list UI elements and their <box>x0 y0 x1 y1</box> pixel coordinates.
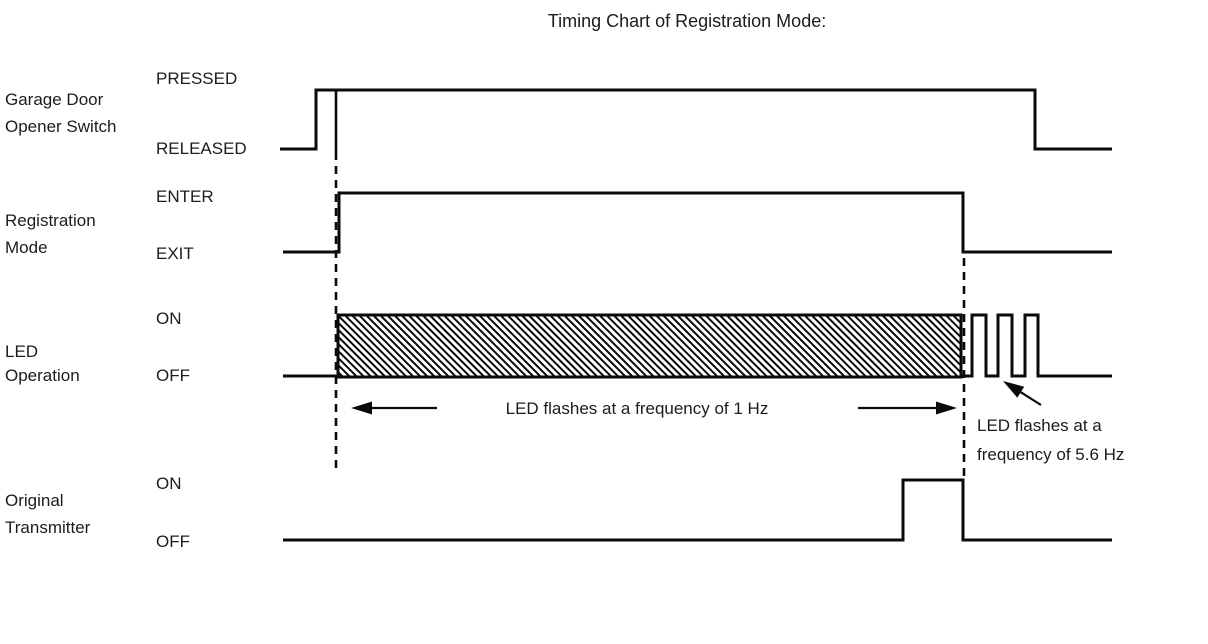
row-label-led-line2: Operation <box>5 366 80 385</box>
row-label-transmitter-line1: Original <box>5 491 64 510</box>
annotation-arrowhead-icon <box>936 401 957 415</box>
led-flashing-hatch-box <box>336 313 963 379</box>
state-label-led-on: ON <box>156 309 182 328</box>
signal-garage-door-opener-switch <box>280 88 1112 151</box>
annotation-arrow-line <box>1020 391 1042 406</box>
state-label-pressed: PRESSED <box>156 69 237 88</box>
state-label-released: RELEASED <box>156 139 247 158</box>
annotation-led-5-6hz-line1: LED flashes at a <box>977 416 1102 435</box>
annotation-led-1hz: LED flashes at a frequency of 1 Hz <box>506 399 769 418</box>
row-label-garage-door-line2: Opener Switch <box>5 117 117 136</box>
state-label-exit: EXIT <box>156 244 194 263</box>
row-label-registration-line2: Mode <box>5 238 48 257</box>
row-label-registration-line1: Registration <box>5 211 96 230</box>
signal-led-operation <box>283 313 1112 378</box>
row-label-led-line1: LED <box>5 342 38 361</box>
annotation-arrowhead-icon <box>1003 381 1025 398</box>
signal-original-transmitter <box>283 478 1112 542</box>
waveform-layer <box>280 88 1112 542</box>
state-label-enter: ENTER <box>156 187 214 206</box>
signal-registration-mode <box>283 191 1112 254</box>
state-label-transmitter-on: ON <box>156 474 182 493</box>
row-label-transmitter-line2: Transmitter <box>5 518 91 537</box>
annotation-led-5-6hz-line2: frequency of 5.6 Hz <box>977 445 1124 464</box>
chart-title: Timing Chart of Registration Mode: <box>548 11 826 31</box>
annotation-arrowhead-icon <box>351 401 372 415</box>
state-label-led-off: OFF <box>156 366 190 385</box>
state-label-transmitter-off: OFF <box>156 532 190 551</box>
row-label-garage-door-line1: Garage Door <box>5 90 104 109</box>
